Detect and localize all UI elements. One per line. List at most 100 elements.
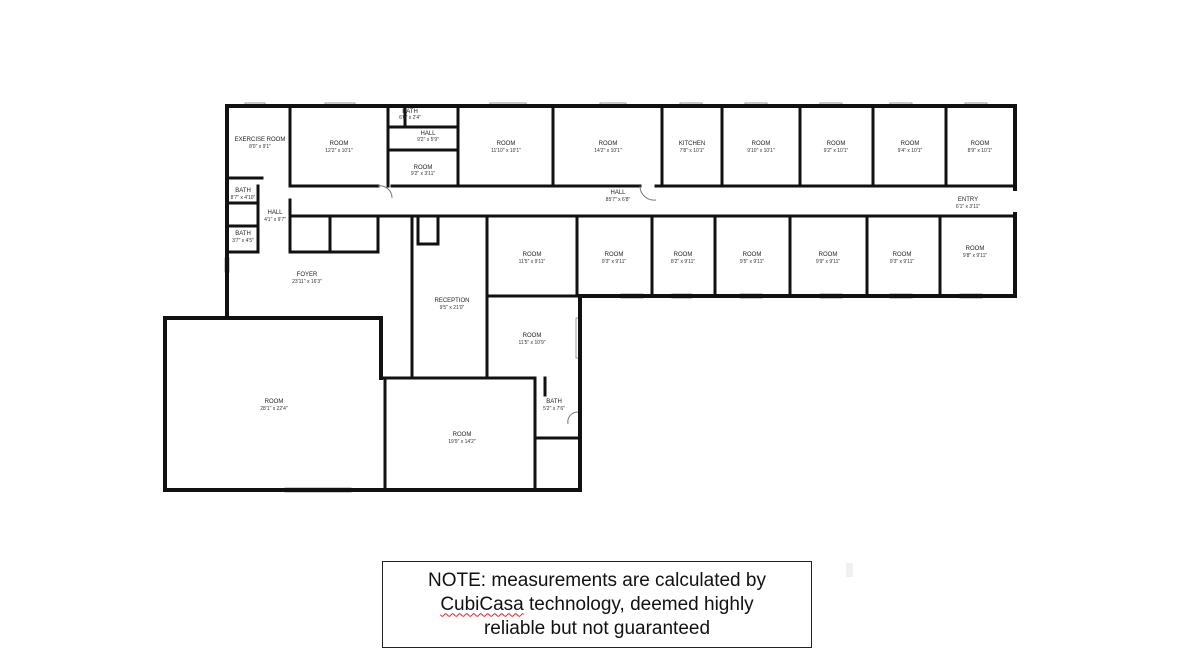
svg-text:ROOM: ROOM (971, 141, 990, 147)
svg-text:BATH: BATH (546, 399, 562, 405)
svg-text:ROOM: ROOM (414, 165, 433, 171)
svg-text:ROOM: ROOM (605, 252, 624, 258)
svg-text:ROOM: ROOM (819, 252, 838, 258)
svg-text:85'7" x 6'8": 85'7" x 6'8" (606, 197, 631, 203)
svg-text:5'2" x 7'6": 5'2" x 7'6" (543, 406, 565, 412)
svg-text:HALL: HALL (420, 131, 436, 137)
svg-text:9'3" x 9'11": 9'3" x 9'11" (602, 259, 626, 265)
svg-text:ROOM: ROOM (523, 333, 542, 339)
svg-text:ROOM: ROOM (893, 252, 912, 258)
exterior-walls (163, 104, 1017, 492)
svg-text:9'2" x 3'11": 9'2" x 3'11" (411, 171, 435, 177)
svg-text:9'8" x 9'11": 9'8" x 9'11" (963, 253, 987, 259)
svg-text:11'5" x 9'11": 11'5" x 9'11" (519, 259, 546, 265)
svg-text:6'0" x 2'4": 6'0" x 2'4" (399, 115, 421, 121)
svg-text:4'1" x 9'7": 4'1" x 9'7" (264, 217, 286, 223)
svg-text:28'1" x 22'4": 28'1" x 22'4" (260, 406, 288, 412)
svg-text:12'2" x 10'1": 12'2" x 10'1" (325, 148, 353, 154)
svg-text:9'2" x 10'1": 9'2" x 10'1" (824, 148, 849, 154)
svg-text:BATH: BATH (235, 231, 251, 237)
svg-text:9'10" x 10'1": 9'10" x 10'1" (747, 148, 775, 154)
svg-text:8'2" x 9'11": 8'2" x 9'11" (671, 259, 695, 265)
svg-text:ENTRY: ENTRY (958, 197, 978, 203)
svg-text:9'5" x 21'0": 9'5" x 21'0" (440, 305, 465, 311)
svg-text:3'7" x 4'5": 3'7" x 4'5" (232, 238, 254, 244)
svg-text:23'11" x 16'3": 23'11" x 16'3" (292, 279, 322, 285)
svg-text:6'1" x 3'11": 6'1" x 3'11" (956, 204, 980, 210)
svg-text:HALL: HALL (267, 210, 283, 216)
faint-mark (846, 563, 853, 577)
svg-text:RECEPTION: RECEPTION (434, 298, 469, 304)
note-line-1: NOTE: measurements are calculated by (428, 569, 766, 591)
note-line-2: CubiCasa technology, deemed highly (440, 593, 753, 617)
svg-text:8'9" x 10'1": 8'9" x 10'1" (968, 148, 993, 154)
svg-text:ROOM: ROOM (743, 252, 762, 258)
svg-text:ROOM: ROOM (599, 141, 618, 147)
svg-text:ROOM: ROOM (901, 141, 920, 147)
svg-text:ROOM: ROOM (497, 141, 516, 147)
svg-text:8'7" x 4'10": 8'7" x 4'10" (231, 195, 256, 201)
svg-text:BATH: BATH (235, 188, 251, 194)
svg-text:ROOM: ROOM (827, 141, 846, 147)
svg-text:11'5" x 10'9": 11'5" x 10'9" (518, 340, 545, 346)
svg-text:ROOM: ROOM (966, 246, 985, 252)
svg-text:14'2" x 10'1": 14'2" x 10'1" (594, 148, 622, 154)
svg-text:9'9" x 9'11": 9'9" x 9'11" (816, 259, 840, 265)
disclaimer-note: NOTE: measurements are calculated by Cub… (382, 561, 812, 648)
svg-text:9'2" x 5'9": 9'2" x 5'9" (417, 137, 439, 143)
svg-text:11'10" x 10'1": 11'10" x 10'1" (491, 148, 521, 154)
svg-text:9'3" x 9'11": 9'3" x 9'11" (890, 259, 914, 265)
svg-text:9'4" x 10'1": 9'4" x 10'1" (898, 148, 923, 154)
svg-text:EXERCISE ROOM: EXERCISE ROOM (235, 137, 286, 143)
note-line-3: reliable but not guaranteed (483, 617, 711, 639)
note-line-2-rest: technology, deemed highly (523, 593, 754, 615)
svg-text:ROOM: ROOM (453, 432, 472, 438)
doors (377, 185, 657, 425)
svg-text:8'0" x 9'1": 8'0" x 9'1" (249, 144, 271, 150)
svg-text:FOYER: FOYER (297, 272, 318, 278)
svg-text:KITCHEN: KITCHEN (679, 141, 705, 147)
svg-text:7'8" x 10'1": 7'8" x 10'1" (680, 148, 705, 154)
interior-walls (225, 104, 1017, 492)
svg-text:BATH: BATH (402, 109, 418, 115)
svg-text:HALL: HALL (610, 190, 626, 196)
svg-text:9'5" x 9'11": 9'5" x 9'11" (740, 259, 764, 265)
svg-text:ROOM: ROOM (330, 141, 349, 147)
note-brand-word: CubiCasa (440, 593, 524, 615)
svg-text:ROOM: ROOM (523, 252, 542, 258)
svg-text:ROOM: ROOM (752, 141, 771, 147)
svg-text:ROOM: ROOM (674, 252, 693, 258)
svg-text:19'9" x 14'2": 19'9" x 14'2" (448, 439, 476, 445)
